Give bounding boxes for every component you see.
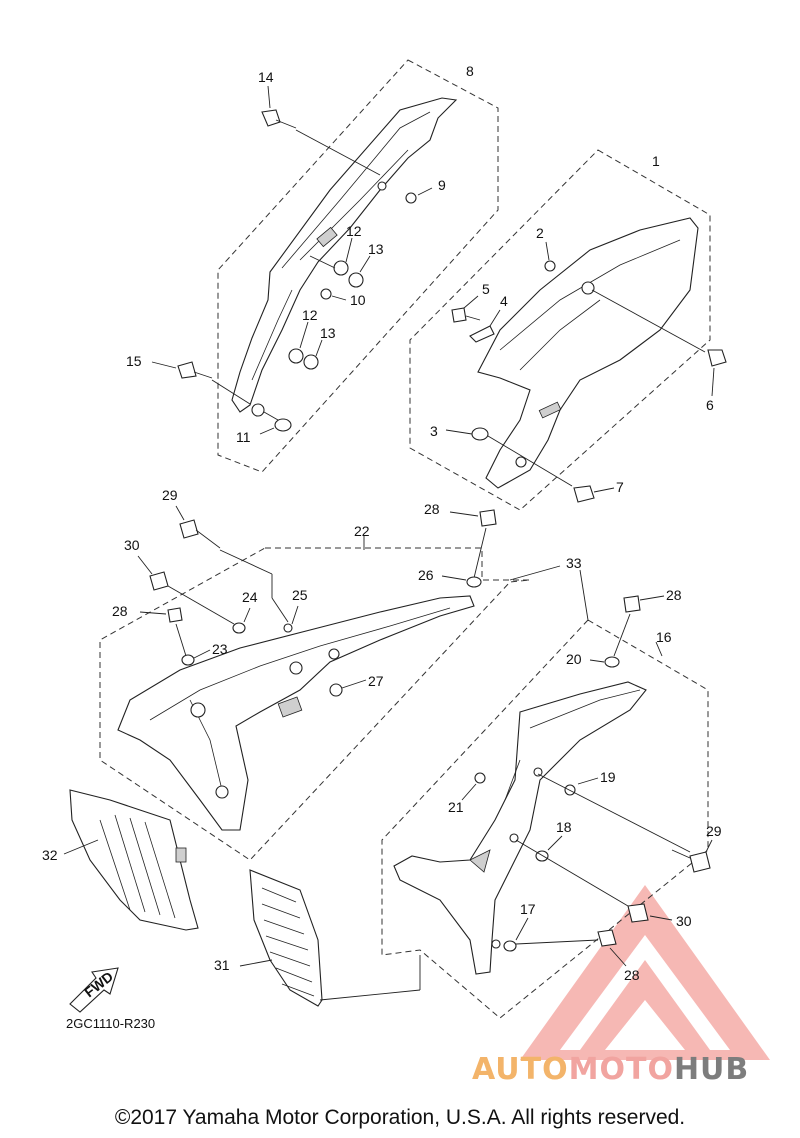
brand-hub: HUB xyxy=(673,1052,750,1087)
callout-21: 21 xyxy=(448,799,464,815)
callout-2: 2 xyxy=(536,225,544,241)
callout-5: 5 xyxy=(482,281,490,297)
callout-30b: 30 xyxy=(676,913,692,929)
callout-29b: 29 xyxy=(706,823,722,839)
callout-18: 18 xyxy=(556,819,572,835)
callout-22: 22 xyxy=(354,523,370,539)
fwd-arrow-icon: FWD xyxy=(69,967,119,1013)
callout-23: 23 xyxy=(212,641,228,657)
bolt-14-icon xyxy=(261,109,381,176)
callout-4: 4 xyxy=(500,293,508,309)
brand-moto: MOTO xyxy=(568,1052,674,1087)
part-31-radiator-cover xyxy=(249,869,323,1007)
callout-28b: 28 xyxy=(666,587,682,603)
callout-15: 15 xyxy=(126,353,142,369)
part-32-radiator-cover xyxy=(69,789,199,931)
callout-29a: 29 xyxy=(162,487,178,503)
callout-11: 11 xyxy=(236,429,251,445)
diagram-reference-code: 2GC1110-R230 xyxy=(66,1016,156,1031)
callout-labels: 1 2 3 4 5 6 7 8 9 10 11 12 12 13 13 14 1… xyxy=(42,63,722,983)
callout-3: 3 xyxy=(430,423,438,439)
callout-13a: 13 xyxy=(368,241,384,257)
callout-12a: 12 xyxy=(346,223,362,239)
copyright-notice: ©2017 Yamaha Motor Corporation, U.S.A. A… xyxy=(114,1106,686,1129)
callout-28c: 28 xyxy=(112,603,128,619)
grommet-9-icon xyxy=(405,192,417,204)
callout-24: 24 xyxy=(242,589,258,605)
part-1-side-cover xyxy=(477,217,699,489)
callout-28d: 28 xyxy=(624,967,640,983)
part-16-side-panel xyxy=(393,681,647,975)
callout-7: 7 xyxy=(616,479,624,495)
group-8-outline xyxy=(217,59,499,473)
callout-9: 9 xyxy=(438,177,446,193)
callout-20: 20 xyxy=(566,651,582,667)
callout-6: 6 xyxy=(706,397,714,413)
callout-26: 26 xyxy=(418,567,434,583)
group-16-outline xyxy=(381,619,709,1019)
callout-10: 10 xyxy=(350,292,366,308)
group-1-outline xyxy=(409,149,711,511)
callout-17: 17 xyxy=(520,901,536,917)
callout-16: 16 xyxy=(656,629,672,645)
brand-auto: AUTO xyxy=(472,1052,569,1087)
part-22-bracket xyxy=(117,595,475,831)
callout-19: 19 xyxy=(600,769,616,785)
callout-31: 31 xyxy=(214,957,230,973)
watermark-triangle-icon xyxy=(520,885,770,1060)
callout-30a: 30 xyxy=(124,537,140,553)
watermark-brand: AUTOMOTOHUB xyxy=(472,1052,749,1087)
callout-1: 1 xyxy=(652,153,660,169)
part-8-side-cover xyxy=(231,97,458,417)
callout-12b: 12 xyxy=(302,307,318,323)
callout-13b: 13 xyxy=(320,325,336,341)
callout-8: 8 xyxy=(466,63,474,79)
callout-27: 27 xyxy=(368,673,384,689)
callout-33: 33 xyxy=(566,555,582,571)
callout-14: 14 xyxy=(258,69,274,85)
callout-28a: 28 xyxy=(424,501,440,517)
callout-25: 25 xyxy=(292,587,308,603)
callout-32: 32 xyxy=(42,847,58,863)
